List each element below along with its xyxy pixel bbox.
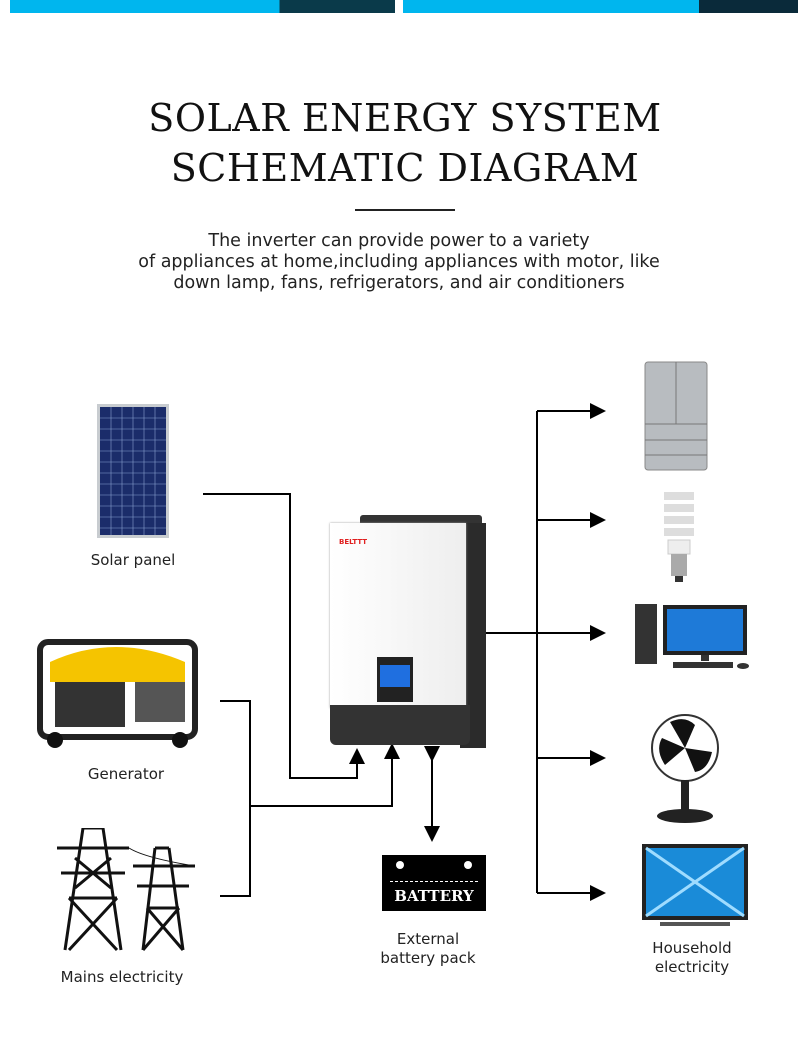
battery-label-line: External	[396, 930, 460, 948]
output-bus	[485, 411, 538, 893]
refrigerator-icon	[644, 361, 708, 471]
solar-wire	[203, 493, 365, 779]
generator-mains-wire	[220, 700, 392, 897]
household-label-line: electricity	[654, 958, 730, 976]
inverter-brand: BELTTT	[339, 538, 368, 546]
computer-icon	[635, 604, 749, 669]
subtitle-line: of appliances at home,including applianc…	[138, 252, 660, 272]
top-banner-left-image	[10, 0, 395, 13]
top-banner-right	[403, 0, 798, 13]
mains-electricity-label: Mains electricity	[60, 968, 184, 986]
television-icon	[642, 844, 748, 926]
light-bulb-icon	[664, 492, 694, 582]
generator-icon	[37, 639, 198, 748]
subtitle-line: The inverter can provide power to a vari…	[208, 231, 590, 251]
power-pylon-icon	[57, 828, 196, 952]
household-label-line: Household	[652, 939, 732, 957]
subtitle: The inverter can provide power to a vari…	[0, 231, 798, 294]
household-electricity-label: Household electricity	[632, 939, 752, 977]
solar-panel-label: Solar panel	[90, 551, 176, 569]
fan-icon	[651, 714, 719, 823]
page-title-line2: SCHEMATIC DIAGRAM	[170, 146, 640, 190]
page-title-line1: SOLAR ENERGY SYSTEM	[148, 96, 662, 140]
solar-panel-icon	[97, 404, 169, 538]
inverter-icon: BELTTT	[330, 515, 486, 748]
battery-icon: BATTERY	[382, 855, 486, 911]
generator-label: Generator	[87, 765, 165, 783]
battery-text: BATTERY	[394, 887, 474, 905]
battery-label-line: battery pack	[380, 949, 476, 967]
subtitle-line: down lamp, fans, refrigerators, and air …	[173, 273, 625, 293]
battery-label: External battery pack	[368, 930, 488, 968]
title-divider	[355, 209, 455, 211]
